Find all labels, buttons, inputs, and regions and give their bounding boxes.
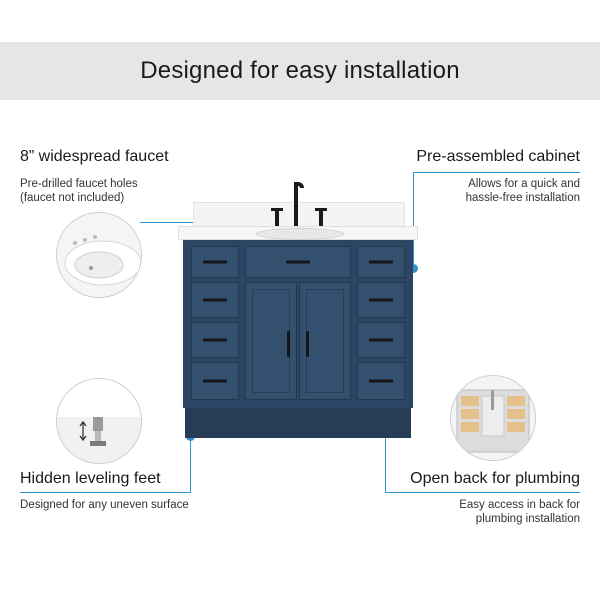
- drawer-handle: [369, 379, 393, 383]
- toe-kick: [185, 408, 411, 438]
- drawer-handle: [369, 338, 393, 342]
- drawer-handle: [369, 298, 393, 302]
- cabinet-feature-desc-1: Allows for a quick and: [468, 178, 580, 190]
- drawer-center: [245, 246, 351, 278]
- feet-callout-line-h: [20, 492, 191, 493]
- plumbing-feature-title: Open back for plumbing: [410, 470, 580, 487]
- drawer-handle: [369, 260, 393, 264]
- faucet-handle-left-top: [271, 208, 283, 211]
- leveling-foot-icon: [56, 378, 142, 464]
- cabinet-callout-line-v: [413, 172, 414, 269]
- door-right: [299, 282, 351, 400]
- faucet-feature-desc-2: (faucet not included): [20, 192, 125, 204]
- cabinet-callout-dot: [409, 264, 418, 273]
- cabinet-back-icon: [450, 375, 536, 461]
- drawer-left-4: [191, 362, 239, 400]
- feet-feature-title: Hidden leveling feet: [20, 470, 161, 487]
- faucet-feature-desc-1: Pre-drilled faucet holes: [20, 178, 138, 190]
- drawer-handle: [203, 338, 227, 342]
- drawer-left-1: [191, 246, 239, 278]
- faucet-feature-title: 8” widespread faucet: [20, 148, 169, 165]
- door-panel: [306, 289, 344, 393]
- drawer-right-4: [357, 362, 405, 400]
- sink-basin-icon: [56, 212, 142, 298]
- drawer-left-2: [191, 282, 239, 318]
- drawer-handle: [203, 260, 227, 264]
- door-panel: [252, 289, 290, 393]
- page-title: Designed for easy installation: [140, 57, 460, 84]
- door-left: [245, 282, 297, 400]
- cabinet-feature-desc-2: hassle-free installation: [465, 192, 580, 204]
- plumbing-feature-desc-2: plumbing installation: [475, 513, 580, 525]
- cabinet-callout-line-h: [413, 172, 580, 173]
- faucet-body: [294, 182, 298, 226]
- cabinet-body: [183, 240, 413, 408]
- faucet-spout: [294, 182, 304, 188]
- drawer-handle: [203, 298, 227, 302]
- header-banner: Designed for easy installation: [0, 42, 600, 100]
- cabinet-feature-title: Pre-assembled cabinet: [416, 148, 580, 165]
- faucet-handle-right-top: [315, 208, 327, 211]
- faucet-handle-right: [319, 210, 323, 226]
- feet-feature-desc-1: Designed for any uneven surface: [20, 499, 189, 511]
- vanity-illustration: [178, 180, 418, 440]
- plumbing-callout-line-h: [385, 492, 580, 493]
- drawer-left-3: [191, 322, 239, 358]
- feet-callout-line-v: [190, 436, 191, 493]
- sink-bowl: [256, 228, 344, 240]
- faucet-handle-left: [275, 210, 279, 226]
- drawer-right-1: [357, 246, 405, 278]
- drawer-handle: [286, 260, 310, 264]
- plumbing-feature-desc-1: Easy access in back for: [459, 499, 580, 511]
- drawer-right-3: [357, 322, 405, 358]
- drawer-right-2: [357, 282, 405, 318]
- drawer-handle: [203, 379, 227, 383]
- door-handle: [306, 331, 309, 357]
- door-handle: [287, 331, 290, 357]
- backsplash: [193, 202, 405, 228]
